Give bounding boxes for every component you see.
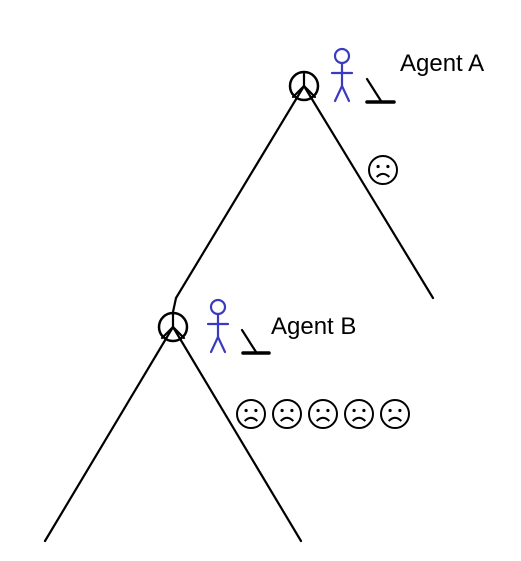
track-a-left-rail (174, 84, 306, 300)
agent-b-lever-icon (240, 328, 271, 355)
junction-b-icon (157, 311, 189, 343)
junction-a-icon (288, 70, 320, 102)
sad-face-icon (308, 399, 338, 429)
agent-b-stick-figure-icon (206, 298, 230, 354)
track-b-right-branch (171, 325, 303, 543)
sad-face-icon (272, 399, 302, 429)
track-b-left-branch (43, 325, 175, 543)
sad-face-icon (380, 399, 410, 429)
track-b-faces (236, 399, 410, 429)
track-a-right-branch (302, 84, 435, 300)
sad-face-icon (344, 399, 374, 429)
agent-a-stick-figure-icon (330, 47, 354, 103)
agent-a-label: Agent A (400, 50, 485, 77)
sad-face-icon (368, 155, 398, 185)
track-b (43, 311, 303, 543)
track-a (174, 70, 435, 300)
sad-face-icon (236, 399, 266, 429)
agent-a-lever-icon (365, 77, 396, 104)
track-a-faces (368, 155, 398, 185)
track-connector (171, 296, 178, 314)
agent-b-label: Agent B (271, 313, 357, 340)
